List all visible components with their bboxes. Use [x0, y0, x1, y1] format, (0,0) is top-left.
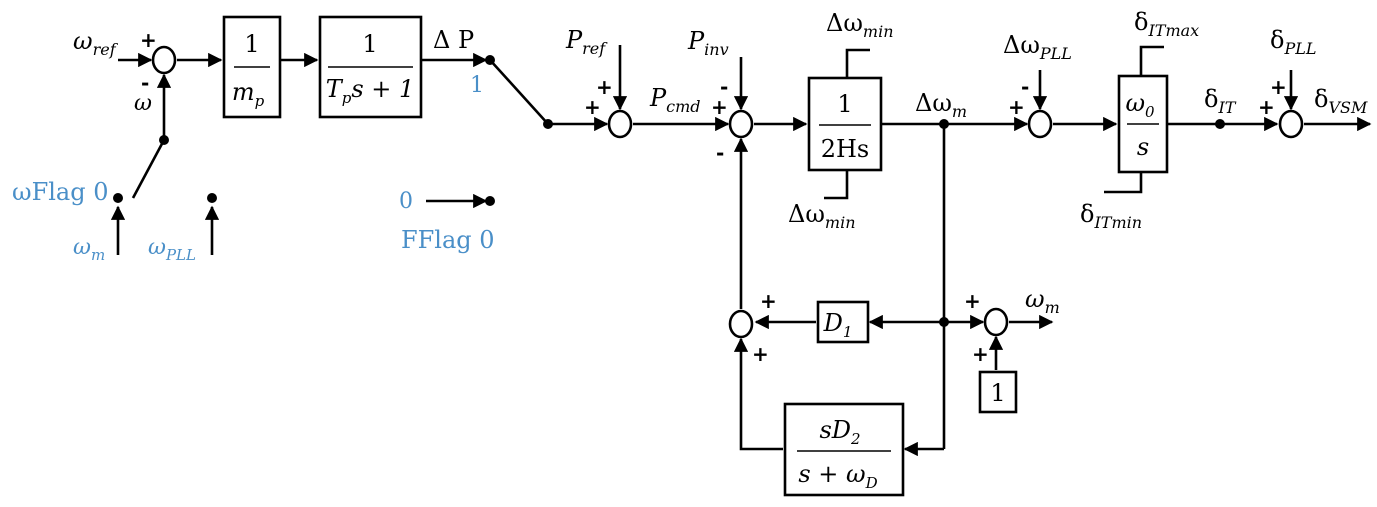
- sign-d2-plus: +: [752, 342, 769, 366]
- sum-p-ref: [607, 109, 633, 139]
- svg-text:Tps + 1: Tps + 1: [326, 75, 415, 107]
- sign-pll-minus: -: [1021, 75, 1029, 99]
- d2-numerator: sD: [819, 416, 851, 444]
- integrator-block: ω0 s: [1117, 74, 1169, 174]
- p-inv-label: Pinv: [687, 27, 729, 59]
- integrator-lower-limit-label: δITmin: [1080, 200, 1142, 232]
- d2-numerator-sub: 2: [850, 430, 861, 448]
- fflag-label: FFlag 0: [401, 226, 495, 254]
- integrator-denominator: s: [1137, 133, 1149, 161]
- omega-flag-option-pll: ωPLL: [148, 235, 196, 264]
- sign-damping-minus: -: [716, 141, 724, 165]
- d1-sub: 1: [843, 323, 853, 341]
- sum-omega-error: [151, 45, 177, 75]
- sum-damping: [728, 309, 754, 339]
- droop-numerator: 1: [244, 30, 259, 58]
- omega-pll-terminal: [207, 193, 217, 203]
- inertia-upper-limit-label: Δωmin: [826, 9, 894, 41]
- fflag-option-zero: 0: [399, 189, 413, 214]
- delta-omega-m-label: Δωm: [915, 89, 967, 121]
- svg-text:mp: mp: [232, 78, 265, 110]
- sign-d1-plus: +: [760, 289, 777, 313]
- p-cmd-label: Pcmd: [649, 84, 701, 116]
- lag-denominator-sub: p: [342, 89, 352, 107]
- fflag-terminal-one: [485, 55, 495, 65]
- integrator-numerator: ω: [1125, 89, 1145, 117]
- constant-one-label: 1: [990, 379, 1005, 407]
- fflag-switch-pivot: [543, 119, 553, 129]
- svg-text:D1: D1: [823, 309, 853, 341]
- sign-delta-it-plus: +: [1258, 95, 1275, 119]
- d1-label: D: [823, 309, 843, 337]
- droop-block: 1 mp: [222, 15, 282, 119]
- d2-denominator: s + ω: [798, 460, 865, 488]
- lag-numerator: 1: [362, 30, 377, 58]
- sum-power-balance: [728, 109, 754, 139]
- lag-filter-block: 1 Tps + 1: [318, 15, 423, 119]
- sign-delta-pll-plus: +: [1270, 75, 1287, 99]
- sign-switch-plus: +: [584, 95, 601, 119]
- droop-denominator: m: [232, 78, 255, 106]
- integrator-numerator-sub: 0: [1145, 103, 1155, 121]
- sign-dwm-plus: +: [1008, 95, 1025, 119]
- omega-flag-label: ωFlag 0: [12, 178, 108, 206]
- sign-const-plus: +: [972, 342, 989, 366]
- delta-p-label: Δ P: [433, 26, 474, 54]
- signal-wires: [110, 45, 1372, 457]
- omega-m-output-label: ωm: [1025, 285, 1060, 317]
- delta-it-label: δIT: [1204, 85, 1237, 117]
- omega-ref-label: ωref: [73, 27, 119, 59]
- sum-omega-m-out: [983, 307, 1009, 337]
- svg-text:ω0: ω0: [1125, 89, 1155, 121]
- sum-delta-pll: [1278, 109, 1304, 139]
- inertia-denominator: 2Hs: [821, 135, 870, 163]
- fflag-option-one: 1: [470, 73, 484, 98]
- sign-omega-minus: -: [141, 71, 149, 95]
- integrator-upper-limit-label: δITmax: [1134, 8, 1199, 40]
- omega-flag-option-m: ωm: [73, 235, 105, 264]
- inertia-lower-limit-label: Δωmin: [788, 200, 856, 232]
- sign-p-inv-minus: -: [720, 75, 728, 99]
- lag-denominator-rest: s + 1: [351, 75, 414, 103]
- inertia-block: 1 2Hs: [807, 76, 883, 172]
- delta-omega-pll-label: ΔωPLL: [1003, 31, 1072, 63]
- sum-signs: + - + + - + - - + + + + + + +: [140, 28, 1287, 366]
- sign-omega-ref-plus: +: [140, 28, 157, 52]
- fflag-terminal-zero: [485, 196, 495, 206]
- delta-vsm-label: δVSM: [1314, 85, 1368, 117]
- omega-m-terminal: [113, 193, 123, 203]
- sign-omega-out-plus: +: [964, 289, 981, 313]
- constant-one-block: 1: [978, 370, 1018, 414]
- svg-text:sD2: sD2: [819, 416, 860, 448]
- svg-text:s + ωD: s + ωD: [798, 460, 877, 492]
- lag-denominator-t: T: [326, 75, 344, 103]
- delta-omega-m-junction: [939, 119, 949, 129]
- d2-denominator-sub: D: [865, 474, 878, 492]
- omega-switch-pivot: [159, 135, 169, 145]
- delta-it-junction: [1215, 119, 1225, 129]
- delta-pll-label: δPLL: [1270, 26, 1316, 58]
- junction-dots: [113, 55, 1225, 327]
- feedback-junction: [939, 317, 949, 327]
- sign-p-cmd-plus: +: [711, 95, 728, 119]
- sum-delta-omega-pll: [1027, 109, 1053, 139]
- omega-feedback-label: ω: [134, 91, 152, 116]
- droop-denominator-sub: p: [255, 92, 265, 110]
- p-ref-label: Pref: [565, 26, 608, 58]
- d1-gain-block: D1: [816, 300, 870, 344]
- inertia-numerator: 1: [837, 90, 852, 118]
- sign-p-ref-plus: +: [596, 75, 613, 99]
- d2-washout-block: sD2 s + ωD: [783, 402, 905, 497]
